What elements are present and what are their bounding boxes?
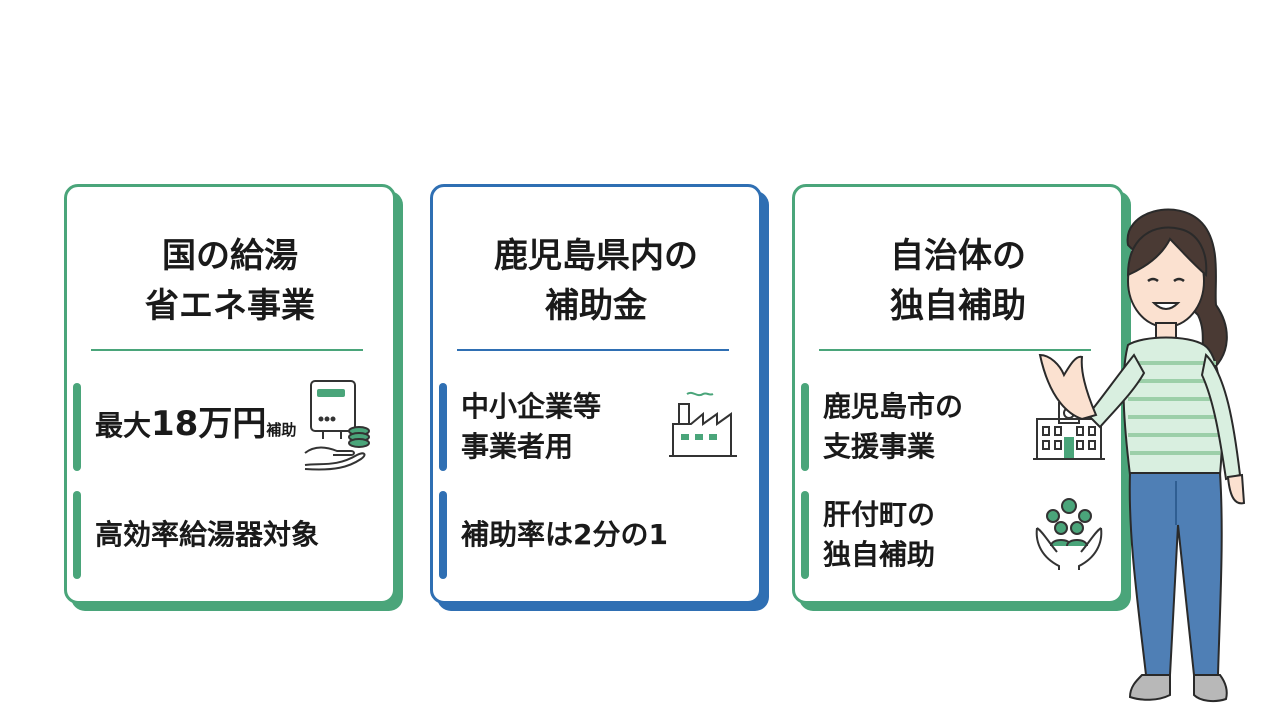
card-title: 自治体の 独自補助: [890, 236, 1026, 326]
item-bar: [801, 383, 809, 471]
list-item-sme: 中小企業等 事業者用: [433, 383, 759, 471]
card-title: 国の給湯 省エネ事業: [145, 236, 315, 326]
card-national-program: 国の給湯 省エネ事業 最大18万円補助 高効率給湯器対象: [64, 184, 396, 604]
list-item-kimotsuki-town: 肝付町の 独自補助: [795, 491, 1121, 579]
item-bar: [801, 491, 809, 579]
divider: [819, 349, 1091, 351]
water-heater-money-icon: [301, 379, 373, 475]
item-bar: [73, 383, 81, 471]
factory-icon: [669, 390, 739, 464]
community-hands-icon: [1033, 494, 1105, 576]
list-item-subsidy-rate: 補助率は2分の1: [433, 491, 759, 579]
list-item-kagoshima-city: 鹿児島市の 支援事業: [795, 383, 1121, 471]
item-bar: [73, 491, 81, 579]
card-title: 鹿児島県内の 補助金: [494, 236, 698, 326]
card-kagoshima-prefecture: 鹿児島県内の 補助金 中小企業等 事業者用 補助率は2分の1: [430, 184, 762, 604]
list-item-max-subsidy: 最大18万円補助: [67, 380, 393, 471]
item-bar: [439, 383, 447, 471]
item-bar: [439, 491, 447, 579]
list-item-eligibility: 高効率給湯器対象: [67, 491, 393, 579]
presenter-illustration: [1030, 205, 1270, 714]
divider: [91, 349, 363, 351]
divider: [457, 349, 729, 351]
